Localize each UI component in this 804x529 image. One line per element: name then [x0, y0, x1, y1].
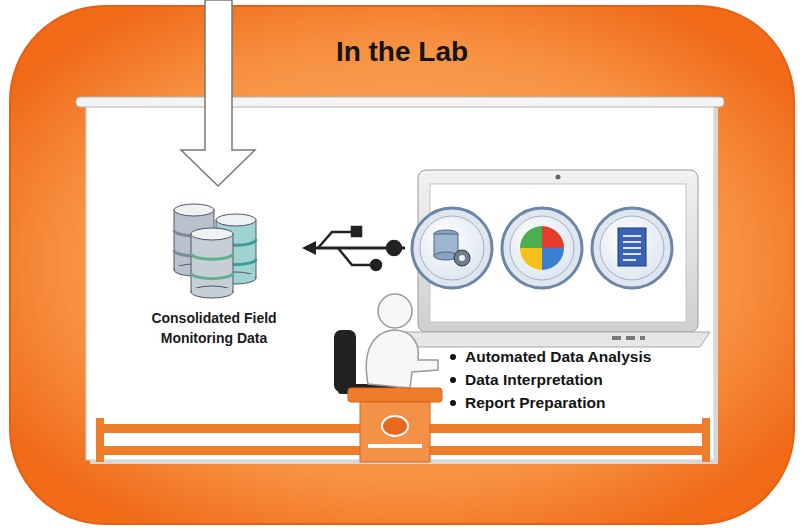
bullet-dot [450, 354, 456, 360]
lab-region-shape [10, 6, 794, 524]
worker-at-desk [334, 294, 442, 462]
task-item: Automated Data Analysis [450, 345, 651, 368]
laptop-node: Automated Data AnalysisData Interpretati… [405, 165, 710, 427]
arrow-head [302, 241, 316, 255]
bullet-dot [450, 377, 456, 383]
region-title: In the Lab [0, 36, 804, 68]
database-label: Consolidated Field Monitoring Data [126, 308, 302, 348]
app-icons [412, 208, 672, 288]
database-node: Consolidated Field Monitoring Data [126, 200, 302, 348]
task-text: Report Preparation [465, 394, 605, 411]
bullet-dot [450, 400, 456, 406]
database-icon [154, 200, 274, 304]
task-item: Report Preparation [450, 391, 651, 414]
usb-connector [302, 241, 405, 255]
task-text: Automated Data Analysis [465, 348, 651, 365]
task-item: Data Interpretation [450, 368, 651, 391]
task-text: Data Interpretation [465, 371, 603, 388]
task-list: Automated Data AnalysisData Interpretati… [450, 345, 651, 414]
database-icon [126, 200, 302, 304]
input-arrow [181, 0, 255, 186]
laptop [402, 170, 710, 347]
whiteboard-panel [76, 97, 724, 464]
